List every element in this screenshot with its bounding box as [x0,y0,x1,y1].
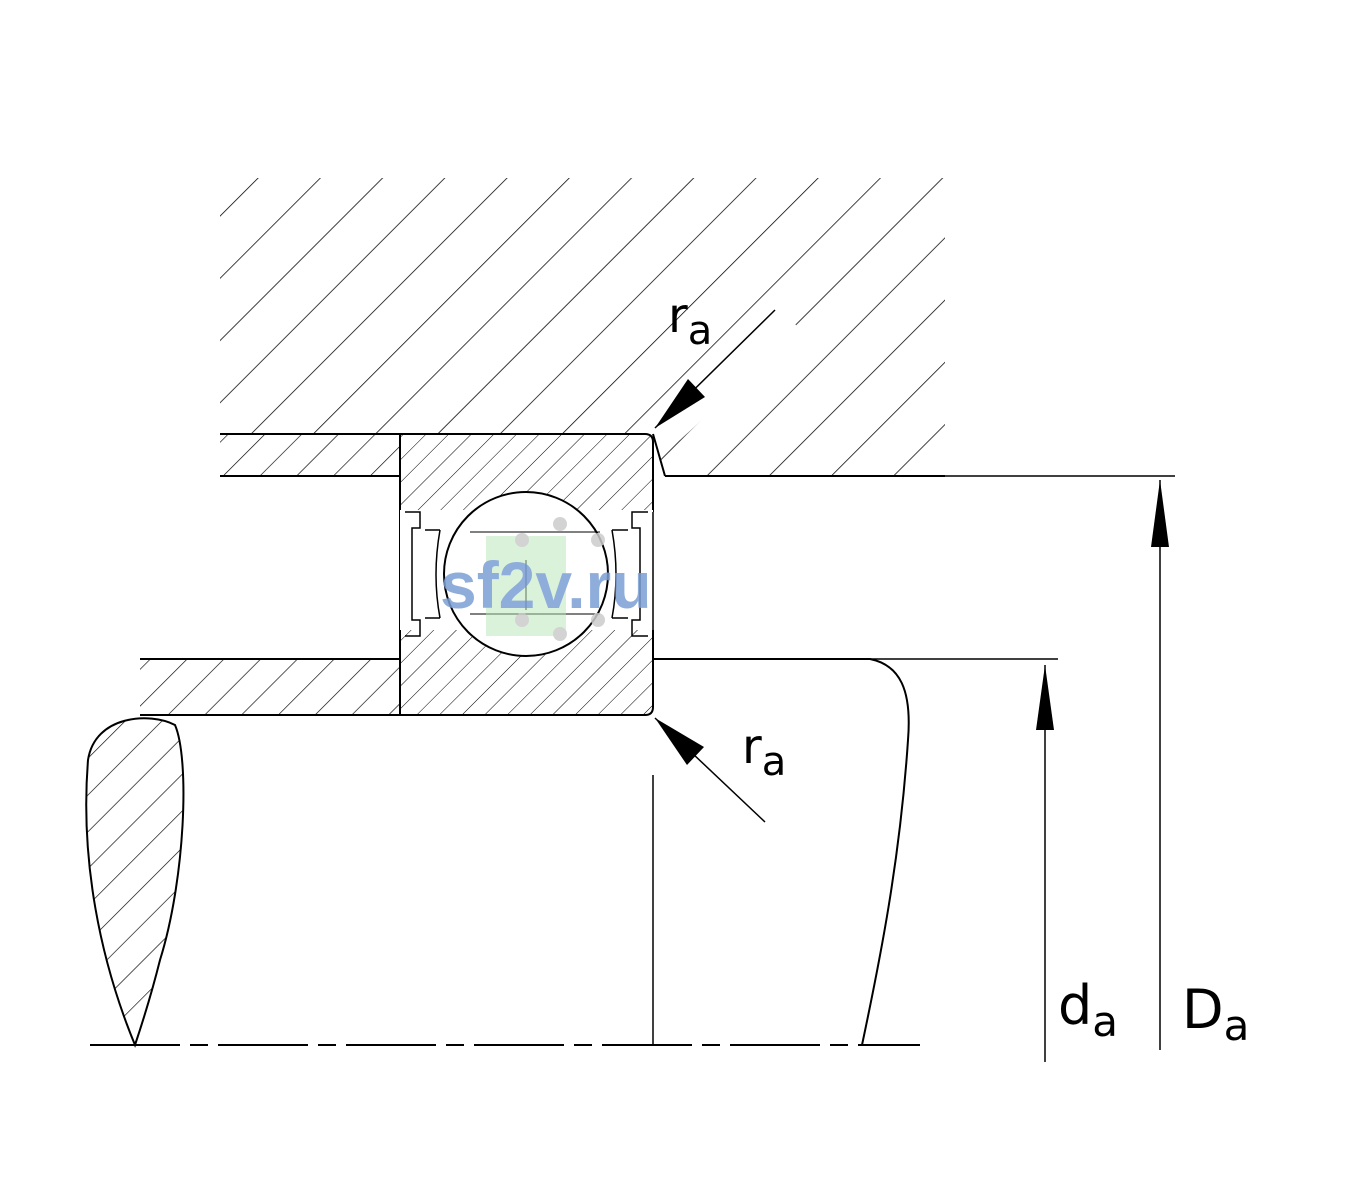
left-seal [405,511,441,637]
watermark-text: sf2v.ru [440,548,652,622]
fillet-leader-inner [654,717,766,823]
fillet-leader-outer [654,309,776,429]
right-seal [611,511,648,637]
shaft-abutment-diameter-label: da [1058,974,1118,1046]
bearing-outer-ring [400,433,654,512]
housing [220,178,945,477]
fillet-radius-label-inner: ra [742,719,786,785]
watermark-logo: sf2v.ru [440,517,652,641]
bearing-inner-ring [400,630,654,716]
dimension-Da [1151,480,1169,1050]
shaft-centerline [90,775,920,1046]
extension-lines [870,475,1175,660]
shaft-outline [150,658,910,1046]
housing-abutment-diameter-label: Da [1182,978,1249,1050]
fillet-radius-label-outer: ra [668,288,712,354]
housing-bore-strip [220,433,400,477]
dimension-da [1036,665,1054,1062]
shaft-section [85,717,185,1048]
shaft-shoulder-strip [140,658,400,716]
